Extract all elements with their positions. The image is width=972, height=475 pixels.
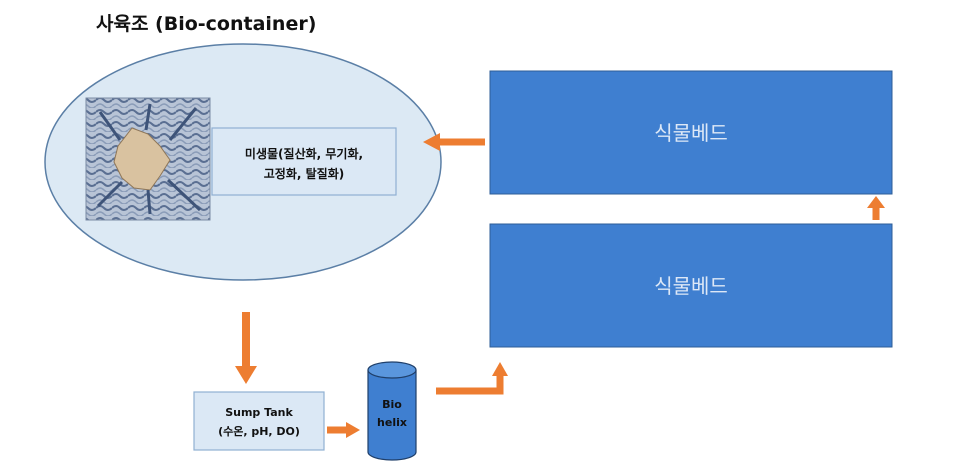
- microbe-box: [211, 127, 397, 196]
- sump-tank-line1: Sump Tank: [225, 406, 293, 419]
- microbe-box-line1: 미생물(질산화, 무기화,: [245, 146, 363, 161]
- sump-tank-line2: (수온, pH, DO): [218, 425, 300, 438]
- microbe-photo: [85, 97, 211, 221]
- diagram-title: 사육조 (Bio-container): [96, 13, 316, 35]
- plant-bed-top: [489, 70, 893, 195]
- arrow-beds-to-container: [423, 133, 485, 151]
- sump-tank-box: [193, 391, 325, 451]
- bio-helix-line1: Bio: [382, 398, 402, 411]
- bio-helix-cylinder: [367, 361, 417, 461]
- plant-bed-top-label: 식물베드: [654, 121, 728, 145]
- arrow-container-to-sump: [235, 312, 257, 384]
- bio-helix-line2: helix: [377, 416, 407, 429]
- plant-bed-bottom: [489, 223, 893, 348]
- plant-bed-bottom-label: 식물베드: [654, 274, 728, 298]
- microbe-box-line2: 고정화, 탈질화): [264, 166, 344, 181]
- arrow-sump-to-biohelix: [327, 422, 360, 438]
- arrow-biohelix-to-beds: [436, 362, 508, 395]
- arrow-bottom-bed-to-top-bed: [867, 196, 885, 220]
